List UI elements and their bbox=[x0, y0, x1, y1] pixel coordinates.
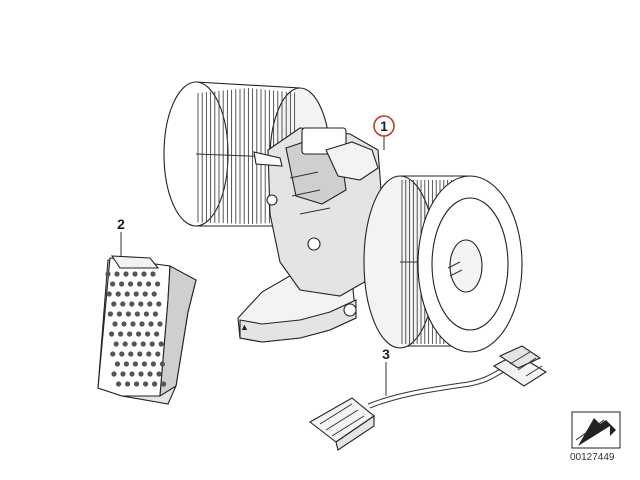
connector-right bbox=[492, 345, 548, 387]
svg-text:3: 3 bbox=[382, 346, 390, 362]
svg-text:2: 2 bbox=[117, 216, 125, 232]
svg-text:▲: ▲ bbox=[240, 322, 249, 332]
blower-motor-assembly[interactable]: ▲ bbox=[163, 81, 523, 353]
orientation-arrow-icon bbox=[571, 411, 621, 449]
connector-left bbox=[309, 397, 375, 451]
callout-2: 2 bbox=[117, 216, 125, 256]
callout-3: 3 bbox=[382, 346, 390, 396]
blower-resistor[interactable] bbox=[97, 255, 197, 405]
wiring-harness[interactable] bbox=[309, 345, 548, 451]
callout-1[interactable]: 1 bbox=[373, 115, 395, 150]
doc-number: 00127449 bbox=[570, 452, 615, 463]
svg-text:1: 1 bbox=[380, 118, 388, 134]
